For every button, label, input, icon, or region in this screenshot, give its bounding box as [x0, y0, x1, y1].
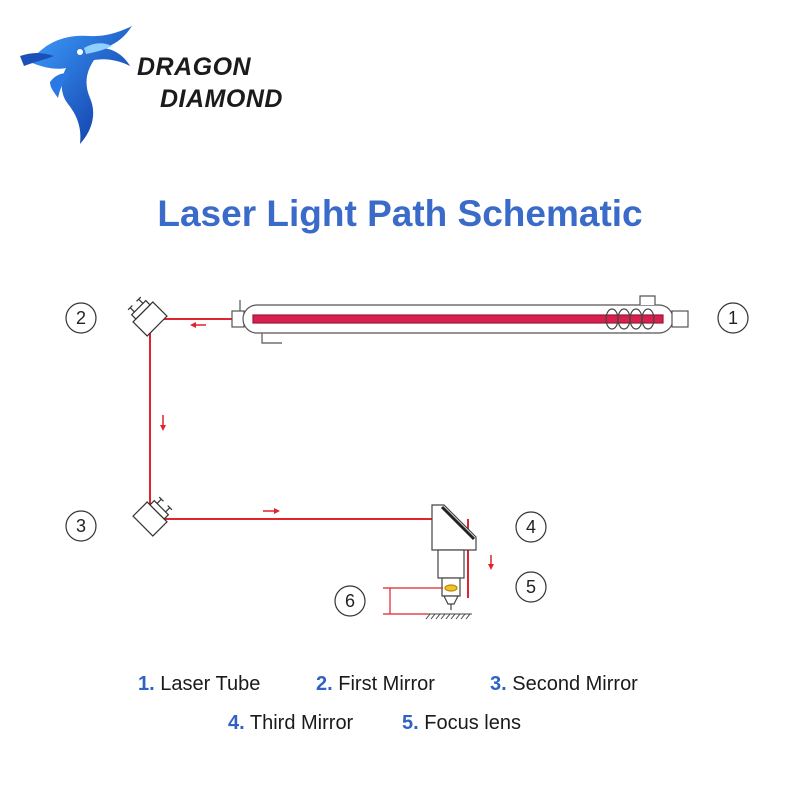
legend-item-second-mirror: 3. Second Mirror [490, 673, 638, 696]
arrow-right [263, 508, 280, 514]
direction-arrows [160, 322, 494, 570]
arrow-left [190, 322, 206, 328]
badge-6: 6 [334, 585, 366, 617]
legend-number: 2. [316, 673, 333, 695]
laser-tube [231, 295, 689, 344]
second-mirror-icon [132, 496, 173, 537]
legend-number: 3. [490, 673, 507, 695]
legend-item-focus-lens: 5. Focus lens [402, 712, 521, 735]
dragon-head-icon [20, 26, 132, 144]
page-title: Laser Light Path Schematic [157, 193, 643, 234]
badge-2-label: 2 [76, 308, 86, 328]
legend-label: First Mirror [338, 673, 435, 695]
brand-line-1: DRAGON [137, 53, 252, 81]
laser-beam-path [149, 318, 469, 598]
legend-label: Focus lens [424, 712, 521, 734]
first-mirror-icon [127, 296, 168, 337]
focal-distance-marker [383, 587, 443, 615]
third-mirror-housing [431, 504, 477, 551]
legend-item-third-mirror: 4. Third Mirror [228, 712, 353, 735]
arrow-down-2 [488, 555, 494, 570]
work-surface [425, 613, 472, 620]
badge-2: 2 [65, 302, 97, 334]
badge-6-label: 6 [345, 591, 355, 611]
arrow-down-1 [160, 415, 166, 431]
badge-1: 1 [717, 302, 749, 334]
legend-item-first-mirror: 2. First Mirror [316, 673, 435, 696]
badge-3-label: 3 [76, 516, 86, 536]
laser-head [431, 504, 477, 610]
legend-item-laser-tube: 1. Laser Tube [138, 673, 260, 696]
badge-4-label: 4 [526, 517, 536, 537]
badge-5-label: 5 [526, 577, 536, 597]
badge-4: 4 [515, 511, 547, 543]
legend-label: Third Mirror [249, 712, 354, 734]
brand-line-2: DIAMOND [160, 85, 283, 113]
legend-number: 1. [138, 673, 155, 695]
badge-5: 5 [515, 571, 547, 603]
badge-3: 3 [65, 510, 97, 542]
legend-number: 4. [228, 712, 245, 734]
focus-lens-icon [444, 584, 458, 592]
legend-number: 5. [402, 712, 419, 734]
third-mirror-icon [440, 505, 476, 541]
badge-1-label: 1 [728, 308, 738, 328]
legend-label: Laser Tube [160, 673, 261, 695]
legend-label: Second Mirror [512, 673, 638, 695]
